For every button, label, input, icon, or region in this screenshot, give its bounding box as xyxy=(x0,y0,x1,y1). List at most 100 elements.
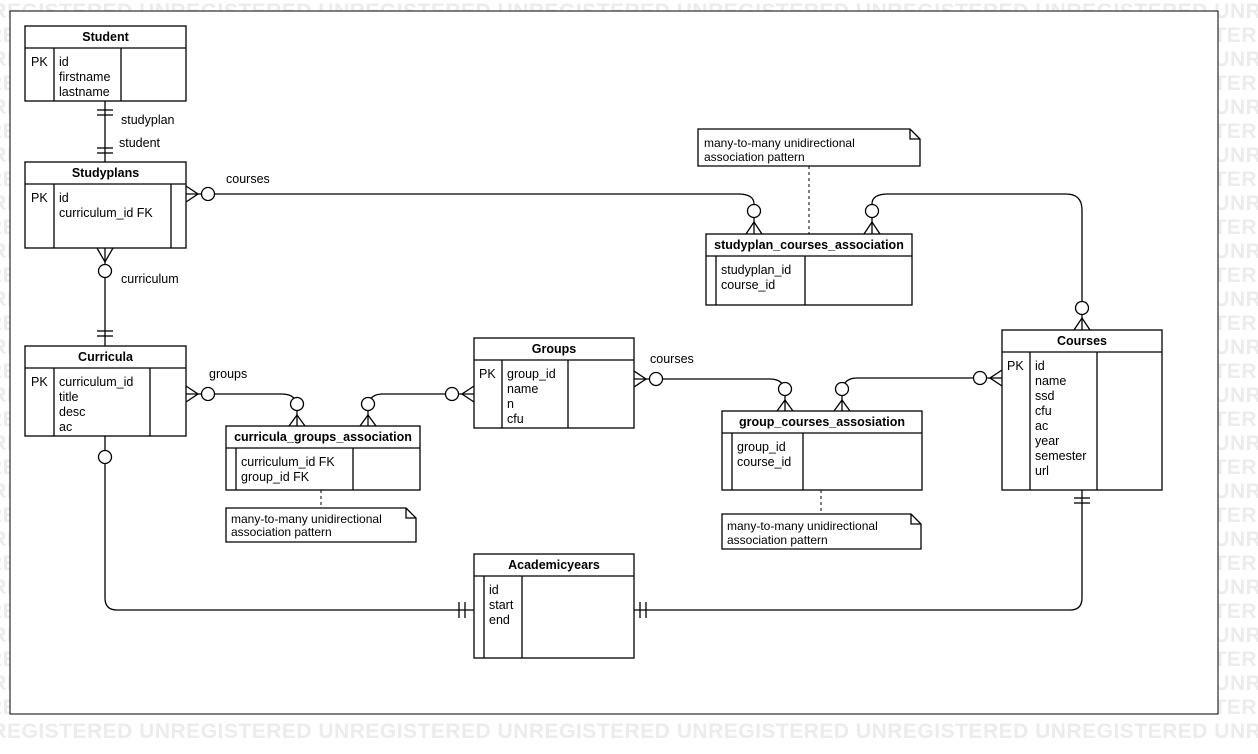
crowfoot-marker xyxy=(633,370,648,388)
table-studyplans[interactable]: Studyplans PK id curriculum_id FK xyxy=(24,161,187,249)
field: ssd xyxy=(1035,389,1055,403)
pk-label: PK xyxy=(479,367,496,381)
field: url xyxy=(1035,464,1049,478)
crowfoot-marker xyxy=(1073,316,1091,331)
table-title: Student xyxy=(82,30,129,44)
crowfoot-marker xyxy=(185,385,200,403)
pk-label: PK xyxy=(31,191,48,205)
field: end xyxy=(489,613,510,627)
crowfoot-marker xyxy=(745,220,763,235)
field: start xyxy=(489,598,514,612)
field: id xyxy=(489,583,499,597)
field: cfu xyxy=(1035,404,1052,418)
note-group-courses: many-to-many unidirectional association … xyxy=(721,513,922,550)
table-group-courses-assosiation[interactable]: group_courses_assosiation group_id cours… xyxy=(721,410,923,491)
courses-assoc-line xyxy=(871,193,1083,330)
crowfoot-marker xyxy=(460,385,475,403)
zero-marker xyxy=(864,203,880,219)
table-courses[interactable]: Courses PK id name ssd cfu ac year semes… xyxy=(1001,329,1163,491)
table-title: curricula_groups_association xyxy=(234,430,412,444)
note-line: many-to-many unidirectional xyxy=(727,519,878,533)
field: id xyxy=(59,55,69,69)
note-curricula-groups: many-to-many unidirectional association … xyxy=(225,507,417,543)
pk-label: PK xyxy=(31,375,48,389)
zero-marker xyxy=(777,381,793,397)
crowfoot-marker xyxy=(776,398,794,412)
zero-marker xyxy=(97,263,113,279)
crowfoot-marker xyxy=(288,413,306,427)
zero-marker xyxy=(200,186,216,202)
field: name xyxy=(507,382,538,396)
table-title: Studyplans xyxy=(72,166,139,180)
table-curricula[interactable]: Curricula PK curriculum_id title desc ac xyxy=(24,345,187,437)
field: course_id xyxy=(721,278,775,292)
relation-label-groups: groups xyxy=(209,367,247,381)
field: id xyxy=(1035,359,1045,373)
note-line: association pattern xyxy=(727,533,828,547)
relation-labels: studyplan student courses curriculum gro… xyxy=(119,113,694,381)
table-title: Academicyears xyxy=(508,558,600,572)
relation-label-student: student xyxy=(119,136,161,150)
field: desc xyxy=(59,405,85,419)
zero-marker xyxy=(289,396,305,412)
table-academicyears[interactable]: Academicyears id start end xyxy=(473,553,635,659)
pk-label: PK xyxy=(31,55,48,69)
field: year xyxy=(1035,434,1059,448)
field: n xyxy=(507,397,514,411)
field: curriculum_id FK xyxy=(241,455,335,469)
table-title: studyplan_courses_association xyxy=(714,238,904,252)
tables: Student PK id firstname lastname Studypl… xyxy=(24,25,1163,659)
table-curricula-groups-association[interactable]: curricula_groups_association curriculum_… xyxy=(225,425,421,491)
field: cfu xyxy=(507,412,524,426)
field: group_id xyxy=(737,440,786,454)
crowfoot-marker xyxy=(863,220,881,235)
courses-years-line xyxy=(634,490,1083,611)
pk-label: PK xyxy=(1007,359,1024,373)
field: name xyxy=(1035,374,1066,388)
field: title xyxy=(59,390,79,404)
table-title: Curricula xyxy=(78,350,134,364)
field: course_id xyxy=(737,455,791,469)
relation-label-courses: courses xyxy=(226,172,270,186)
watermark-text: UNREGISTERED UNREGISTERED UNREGISTERED U… xyxy=(0,720,1258,743)
field: ac xyxy=(1035,419,1048,433)
crowfoot-marker xyxy=(988,369,1003,387)
notes: many-to-many unidirectional association … xyxy=(225,128,922,550)
zero-marker xyxy=(200,386,216,402)
relation-label-curriculum: curriculum xyxy=(121,272,179,286)
field: group_id FK xyxy=(241,470,310,484)
note-line: association pattern xyxy=(231,525,332,539)
field: firstname xyxy=(59,70,110,84)
zero-marker xyxy=(746,203,762,219)
crowfoot-marker xyxy=(96,247,114,264)
zero-marker xyxy=(444,386,460,402)
table-title: Groups xyxy=(532,342,576,356)
zero-marker xyxy=(360,396,376,412)
table-groups[interactable]: Groups PK group_id name n cfu xyxy=(473,337,635,429)
table-studyplan-courses-association[interactable]: studyplan_courses_association studyplan_… xyxy=(705,233,913,306)
field: curriculum_id FK xyxy=(59,206,153,220)
field: group_id xyxy=(507,367,556,381)
crowfoot-marker xyxy=(359,413,377,427)
relation-label-studyplan: studyplan xyxy=(121,113,175,127)
crowfoot-marker xyxy=(185,185,200,203)
field: curriculum_id xyxy=(59,375,133,389)
relation-label-courses: courses xyxy=(650,352,694,366)
zero-marker xyxy=(972,370,988,386)
field: semester xyxy=(1035,449,1086,463)
zero-marker xyxy=(834,381,850,397)
table-title: group_courses_assosiation xyxy=(739,415,905,429)
connectors xyxy=(96,101,1091,618)
field: id xyxy=(59,191,69,205)
note-studyplan-courses: many-to-many unidirectional association … xyxy=(697,128,921,167)
crowfoot-marker xyxy=(833,398,851,412)
field: lastname xyxy=(59,85,110,99)
note-line: many-to-many unidirectional xyxy=(704,136,855,150)
zero-marker xyxy=(648,371,664,387)
zero-marker xyxy=(1074,300,1090,316)
table-student[interactable]: Student PK id firstname lastname xyxy=(24,25,187,102)
note-line: many-to-many unidirectional xyxy=(231,512,382,526)
curricula-years-line xyxy=(104,436,474,611)
table-title: Courses xyxy=(1057,334,1107,348)
zero-marker xyxy=(97,449,113,465)
